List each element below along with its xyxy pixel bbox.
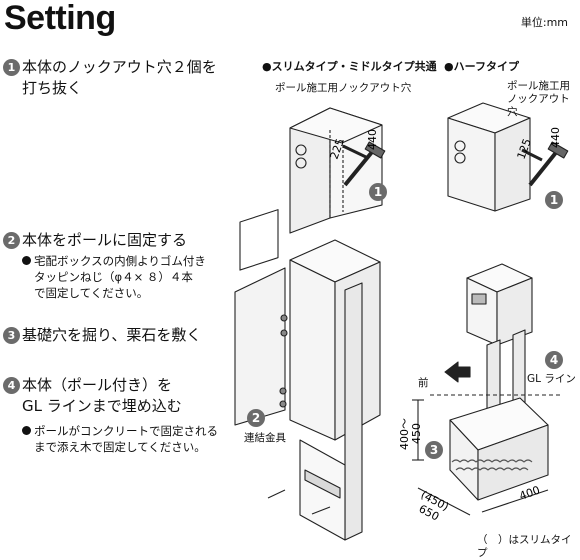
page-title: Setting xyxy=(4,0,116,37)
dim-440-a: 440 xyxy=(366,129,379,150)
diagram-3-box-on-pole xyxy=(234,209,381,541)
diagram-1-label: ポール施工用ノックアウト穴 xyxy=(275,82,412,94)
diagram-3-label: 連結金具 xyxy=(243,432,287,445)
step-2-note: 宅配ボックスの内側よりゴム付き タッピンねじ（φ４× ８）４本 で固定してくださ… xyxy=(22,253,206,301)
marker-1-a: 1 xyxy=(374,185,382,199)
step-number: 2 xyxy=(3,232,20,249)
diagram-2-label: ポール施工用 ノックアウト穴 xyxy=(507,80,570,118)
bullet-icon: ● xyxy=(444,60,454,73)
step-3: 3 基礎穴を掘り、栗石を敷く xyxy=(3,325,201,346)
step-2-note-line-1: 宅配ボックスの内側よりゴム付き xyxy=(34,254,206,268)
step-3-line-1: 基礎穴を掘り、栗石を敷く xyxy=(22,326,202,344)
diagram-1-heading: ●スリムタイプ・ミドルタイプ共通 xyxy=(262,60,437,73)
step-2-line-1: 本体をポールに固定する xyxy=(22,231,188,249)
step-4-line-2: GL ラインまで埋め込む xyxy=(22,397,182,415)
step-number: 1 xyxy=(3,59,20,76)
step-4-line-1: 本体（ポール付き）を xyxy=(22,376,173,394)
unit-label: 単位:mm xyxy=(520,16,568,29)
bullet-icon xyxy=(22,256,31,265)
step-2: 2 本体をポールに固定する xyxy=(3,230,187,251)
diagram-2-heading: ●ハーフタイプ xyxy=(444,60,519,73)
step-4-note-line-1: ポールがコンクリートで固定される xyxy=(34,424,218,438)
dim-width: 400 xyxy=(518,483,542,502)
step-2-note-line-3: で固定してください。 xyxy=(34,286,149,300)
marker-3: 3 xyxy=(430,443,438,457)
bullet-icon: ● xyxy=(262,60,272,73)
step-4: 4 本体（ポール付き）を GL ラインまで埋め込む xyxy=(3,375,182,417)
marker-1-b: 1 xyxy=(550,193,558,207)
marker-2: 2 xyxy=(252,411,260,425)
step-1-line-2: 打ち抜く xyxy=(22,79,83,97)
step-1-line-1: 本体のノックアウト穴２個を xyxy=(22,58,217,76)
dim-height-2: 450 xyxy=(410,423,423,444)
step-4-note-line-2: まで添え木で固定してください。 xyxy=(34,440,206,454)
step-4-note: ポールがコンクリートで固定される まで添え木で固定してください。 xyxy=(22,423,218,455)
dim-height-1: 400～ xyxy=(398,418,411,450)
dim-440-b: 440 xyxy=(549,127,562,148)
footnote: （ ）はスリムタイプ xyxy=(477,534,572,559)
diagram-1-box xyxy=(289,107,386,234)
step-1: 1 本体のノックアウト穴２個を 打ち抜く xyxy=(3,57,217,99)
diagram-2-box xyxy=(447,102,569,212)
gl-label: GL ライン xyxy=(527,373,576,385)
diagram-4-buried xyxy=(412,263,560,516)
step-number: 4 xyxy=(3,377,20,394)
marker-4: 4 xyxy=(550,353,558,367)
front-label: 前 xyxy=(418,377,429,389)
step-number: 3 xyxy=(3,327,20,344)
step-2-note-line-2: タッピンねじ（φ４× ８）４本 xyxy=(34,270,193,284)
bullet-icon xyxy=(22,426,31,435)
